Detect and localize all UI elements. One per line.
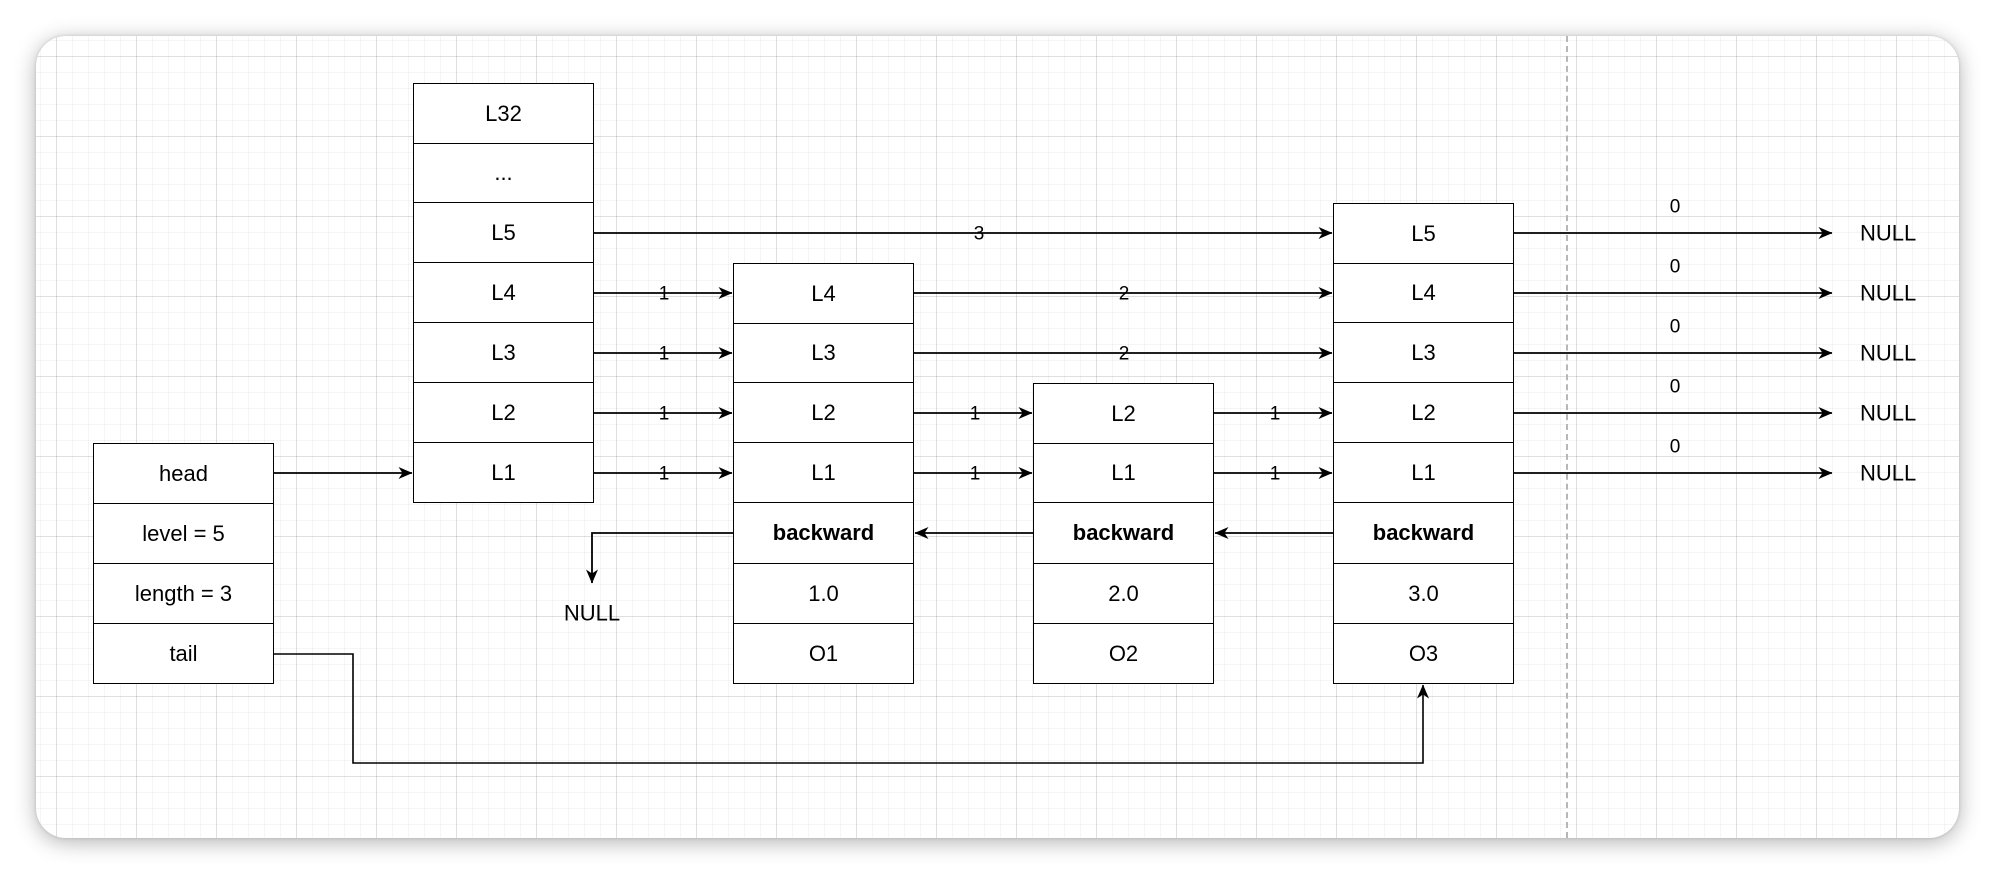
header-length-field: length = 3 [93, 564, 274, 624]
node2-level-L1: L1 [1033, 444, 1214, 503]
header-level-field: level = 5 [93, 504, 274, 564]
node3-level-L4: L4 [1333, 264, 1514, 323]
span-label-head-node1-L3: 1 [659, 344, 670, 365]
diagram-canvas [36, 36, 1959, 838]
tail-pointer-arrow [274, 653, 1429, 764]
null-terminator-L3: NULL [1860, 341, 1916, 366]
node1-backward-arrow [586, 532, 733, 584]
node1-object: O1 [733, 624, 914, 684]
head-level-ellipsis: ... [413, 144, 594, 203]
node3-score: 3.0 [1333, 564, 1514, 624]
null-terminator-L1: NULL [1860, 461, 1916, 486]
node1-backward: backward [733, 503, 914, 564]
span-label-node1-node2-L1: 1 [970, 464, 981, 485]
head-level-L1: L1 [413, 443, 594, 503]
null-terminator-L4: NULL [1860, 281, 1916, 306]
span-label-node3-null-L4: 0 [1670, 257, 1681, 278]
node2-backward: backward [1033, 503, 1214, 564]
span-label-head-node1-L1: 1 [659, 464, 670, 485]
head-level-L2: L2 [413, 383, 594, 443]
span-label-node2-node3-L1: 1 [1270, 464, 1281, 485]
head-level-L4: L4 [413, 263, 594, 323]
node2-level-L2: L2 [1033, 383, 1214, 444]
node1-score: 1.0 [733, 564, 914, 624]
span-label-node3-null-L1: 0 [1670, 437, 1681, 458]
dashed-guide-line [1566, 36, 1568, 838]
span-label-head-node1-L4: 1 [659, 284, 670, 305]
node1-level-L3: L3 [733, 324, 914, 383]
head-level-L3: L3 [413, 323, 594, 383]
node3-backward: backward [1333, 503, 1514, 564]
node1-level-L2: L2 [733, 383, 914, 443]
node2-score: 2.0 [1033, 564, 1214, 624]
head-level-L5: L5 [413, 203, 594, 263]
null-terminator-backward: NULL [564, 601, 620, 626]
span-label-head-node1-L2: 1 [659, 404, 670, 425]
null-terminator-L2: NULL [1860, 401, 1916, 426]
node3-level-L1: L1 [1333, 443, 1514, 503]
node1-level-L1: L1 [733, 443, 914, 503]
null-terminator-L5: NULL [1860, 221, 1916, 246]
span-label-node2-node3-L2: 1 [1270, 404, 1281, 425]
span-label-node1-node3-L3: 2 [1119, 344, 1130, 365]
span-label-node1-node2-L2: 1 [970, 404, 981, 425]
span-label-node3-null-L2: 0 [1670, 377, 1681, 398]
span-label-node3-null-L5: 0 [1670, 197, 1681, 218]
node1-level-L4: L4 [733, 263, 914, 324]
header-head-field: head [93, 443, 274, 504]
node3-level-L3: L3 [1333, 323, 1514, 383]
head-level-L32: L32 [413, 83, 594, 144]
node3-level-L2: L2 [1333, 383, 1514, 443]
span-label-node3-null-L3: 0 [1670, 317, 1681, 338]
span-label-head-node3-L5: 3 [974, 224, 985, 245]
span-label-node1-node3-L4: 2 [1119, 284, 1130, 305]
node3-object: O3 [1333, 624, 1514, 684]
node2-object: O2 [1033, 624, 1214, 684]
header-tail-field: tail [93, 624, 274, 684]
node3-level-L5: L5 [1333, 203, 1514, 264]
